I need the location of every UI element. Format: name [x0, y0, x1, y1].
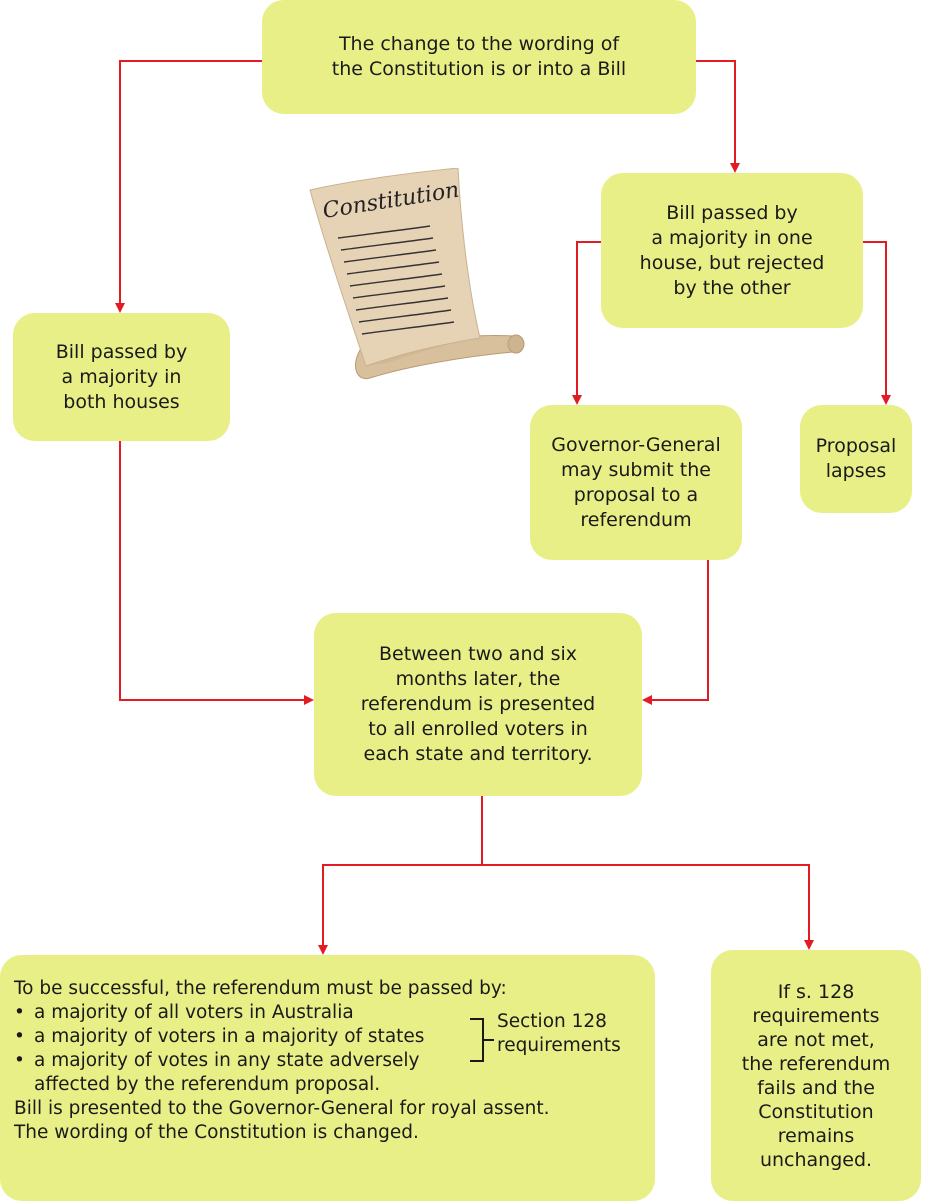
arrow-split-to-fail — [482, 864, 814, 950]
box-line: are not met, — [757, 1028, 875, 1051]
box-line: referendum is presented — [360, 693, 596, 715]
box-line: Between two and six — [378, 643, 578, 665]
proposal-lapses-box: Proposal lapses — [800, 405, 912, 513]
box-line: requirements — [752, 1004, 880, 1027]
arrow-top-to-mid-right — [696, 60, 740, 173]
box-line: each state and territory. — [363, 743, 593, 765]
bullet: • — [14, 1050, 25, 1071]
bill-passed-both-houses-box: Bill passed by a majority in both houses — [13, 313, 230, 441]
requirement-text: a majority of votes in any state adverse… — [34, 1050, 420, 1071]
box-line: a majority in — [61, 365, 182, 388]
box-line: Bill passed by — [666, 201, 798, 224]
list-item: • a majority of all voters in Australia — [14, 1001, 641, 1025]
box-line: unchanged. — [759, 1148, 873, 1171]
list-item: • a majority of votes in any state adver… — [14, 1049, 641, 1097]
section-128-label: Section 128 requirements — [497, 1010, 621, 1058]
outro-line: The wording of the Constitution is chang… — [14, 1122, 419, 1143]
outro-line: Bill is presented to the Governor-Genera… — [14, 1098, 550, 1119]
box-line: proposal to a — [573, 483, 699, 506]
requirement-text: affected by the referendum proposal. — [34, 1074, 381, 1095]
requirements-list: • a majority of all voters in Australia … — [14, 1001, 641, 1097]
bill-passed-one-house-box: Bill passed by a majority in one house, … — [601, 173, 863, 328]
box-line: fails and the — [757, 1076, 875, 1099]
box-line: the Constitution is or into a Bill — [331, 58, 627, 80]
box-line: may submit the — [561, 458, 711, 481]
referendum-presented-box: Between two and six months later, the re… — [314, 613, 642, 796]
label-line: requirements — [497, 1035, 621, 1056]
box-line: Bill passed by — [55, 340, 188, 363]
box-line: The change to the wording of — [338, 33, 620, 55]
referendum-fails-box: If s. 128 requirements are not met, the … — [711, 950, 921, 1201]
requirement-text: a majority of voters in a majority of st… — [34, 1026, 425, 1047]
arrow-gg-to-between — [642, 560, 709, 705]
box-line: by the other — [673, 276, 791, 299]
section-128-bracket-tick — [484, 1039, 494, 1041]
list-item: • a majority of voters in a majority of … — [14, 1025, 641, 1049]
bullet: • — [14, 1026, 25, 1047]
referendum-success-box: To be successful, the referendum must be… — [0, 955, 655, 1201]
arrow-split-to-success — [318, 864, 482, 955]
box-line: the referendum — [741, 1052, 891, 1075]
box-line: remains — [777, 1124, 855, 1147]
box-line: If s. 128 — [777, 980, 855, 1003]
bill-introduced-box: The change to the wording of the Constit… — [262, 0, 696, 114]
box-line: both houses — [63, 390, 180, 413]
box-line: Proposal — [815, 435, 897, 457]
box-line: referendum — [580, 508, 692, 531]
constitution-scroll-icon: Constitution — [309, 168, 525, 380]
bullet: • — [14, 1002, 25, 1023]
label-line: Section 128 — [497, 1011, 607, 1032]
box-line: house, but rejected — [639, 251, 825, 274]
arrow-left-to-between — [119, 441, 314, 705]
box-line: to all enrolled voters in — [368, 718, 588, 740]
box-line: months later, the — [395, 668, 561, 690]
success-intro: To be successful, the referendum must be… — [14, 978, 507, 999]
governor-general-box: Governor-General may submit the proposal… — [530, 405, 742, 560]
box-line: a majority in one — [651, 226, 813, 249]
box-line: Governor-General — [551, 433, 721, 456]
box-line: Constitution — [758, 1100, 874, 1123]
arrow-mid-right-to-lapse — [863, 241, 891, 405]
box-line: lapses — [825, 460, 887, 482]
arrow-top-to-left — [115, 60, 262, 313]
section-128-bracket — [470, 1018, 484, 1062]
arrow-mid-right-to-gg — [572, 241, 601, 405]
requirement-text: a majority of all voters in Australia — [34, 1002, 354, 1023]
